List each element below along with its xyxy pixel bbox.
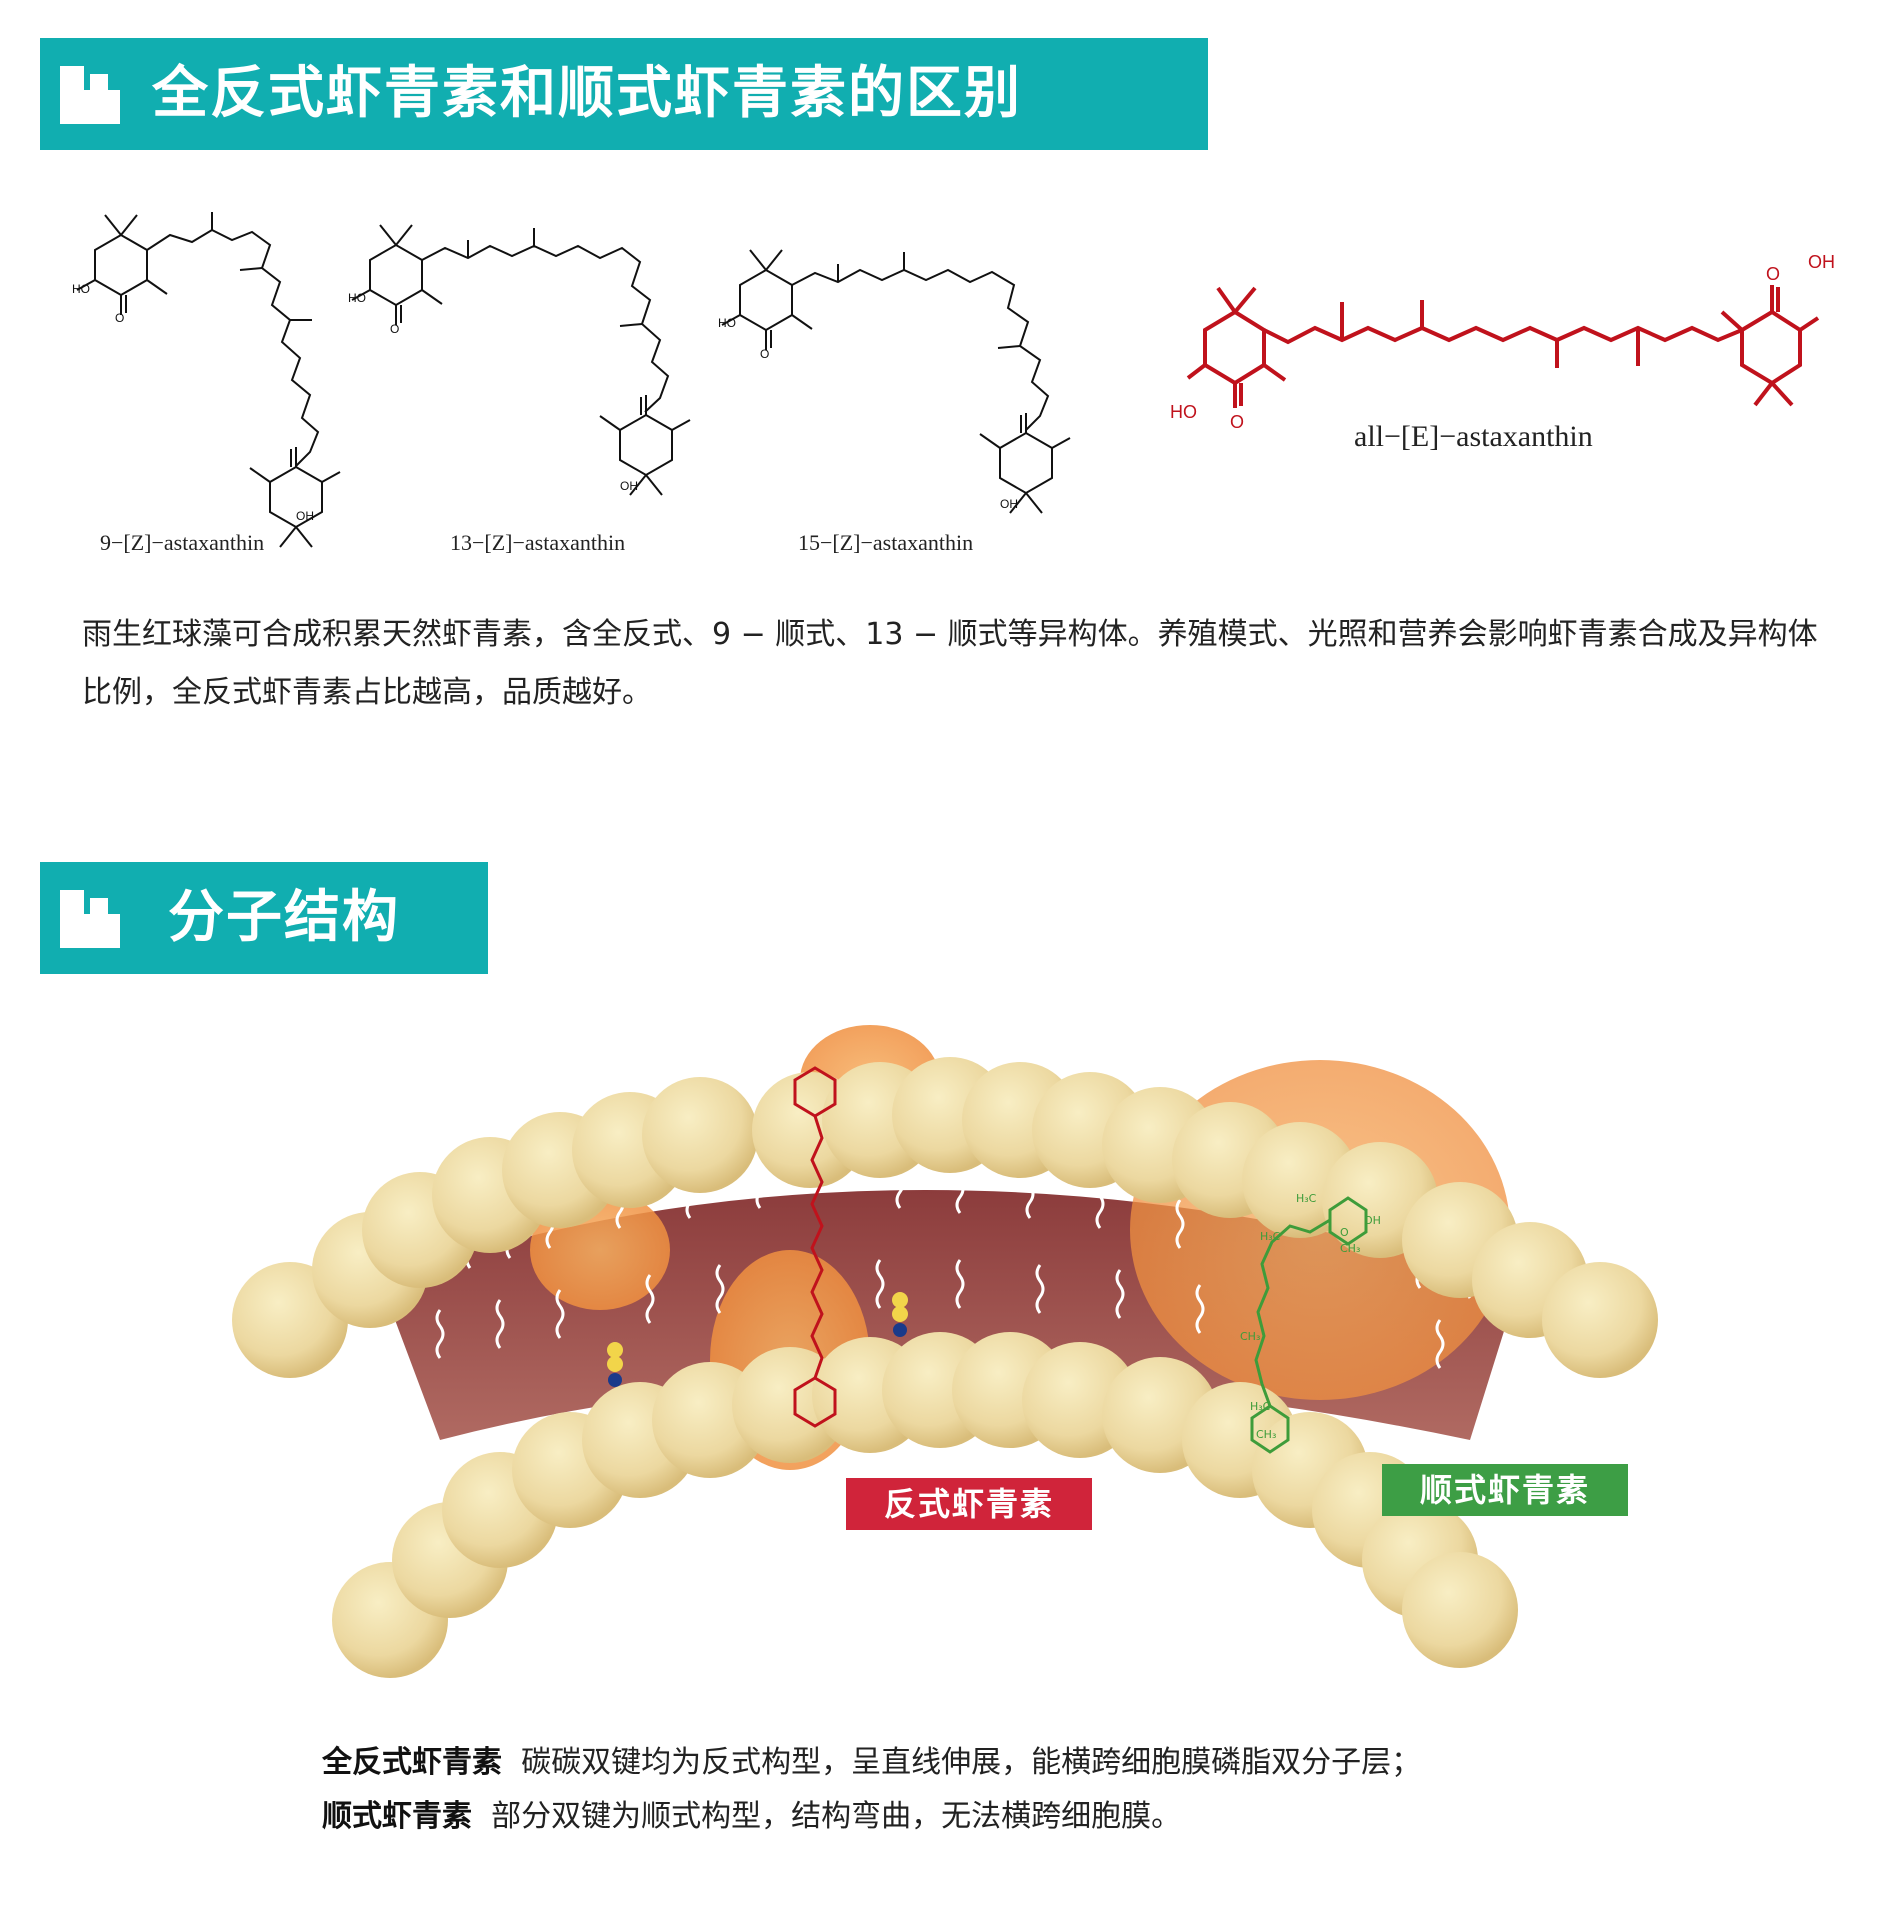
trans-astaxanthin-tag: 反式虾青素 <box>846 1478 1092 1530</box>
description-paragraph: 雨生红球藻可合成积累天然虾青素，含全反式、9 − 顺式、13 − 顺式等异构体。… <box>82 617 1818 710</box>
cis-description-text: 部分双键为顺式构型，结构弯曲，无法横跨细胞膜。 <box>491 1799 1182 1834</box>
atom-label-oh-all-e: OH <box>1808 252 1835 272</box>
membrane-marker <box>607 1292 908 1387</box>
atom-label-oh-15z: OH <box>1000 497 1018 511</box>
cis-astaxanthin-tag: 顺式虾青素 <box>1382 1464 1628 1516</box>
cis-atom-label: CH₃ <box>1256 1428 1277 1441</box>
atom-label-o-all-e-right: O <box>1766 264 1780 284</box>
trans-description-text: 碳碳双键均为反式构型，呈直线伸展，能横跨细胞膜磷脂双分子层； <box>521 1745 1422 1780</box>
cis-atom-label: O <box>1340 1226 1349 1239</box>
atom-label-oh-13z: OH <box>620 479 638 493</box>
molecule-all-e <box>1186 285 1820 408</box>
atom-label-oh: OH <box>296 509 314 523</box>
atom-label-ho: HO <box>72 282 90 296</box>
molecule-structures: HO O OH HO O OH HO O OH <box>72 212 1835 548</box>
cis-atom-label: CH₃ <box>1340 1242 1361 1255</box>
atom-label-ho-all-e: HO <box>1170 402 1197 422</box>
cis-atom-label: H₃C <box>1260 1230 1281 1243</box>
cis-description-term: 顺式虾青素 <box>322 1799 472 1834</box>
molecule-9z <box>76 212 341 548</box>
cis-atom-label: CH₃ <box>1240 1330 1261 1343</box>
atom-label-o: O <box>115 311 124 325</box>
cis-atom-label: OH <box>1364 1214 1381 1227</box>
section-square-icon <box>60 66 120 124</box>
trans-description-term: 全反式虾青素 <box>322 1745 502 1780</box>
trans-description: 全反式虾青素 碳碳双键均为反式构型，呈直线伸展，能横跨细胞膜磷脂双分子层； <box>322 1740 1421 1786</box>
cis-atom-label: H₃C <box>1250 1400 1271 1413</box>
cis-atom-label: H₃C <box>1296 1192 1317 1205</box>
label-15z-astaxanthin: 15−[Z]−astaxanthin <box>798 530 974 555</box>
section-banner-difference: 全反式虾青素和顺式虾青素的区别 <box>40 38 1208 150</box>
atom-label-o-all-e: O <box>1230 412 1244 432</box>
section-title-difference: 全反式虾青素和顺式虾青素的区别 <box>152 61 1022 126</box>
label-13z-astaxanthin: 13−[Z]−astaxanthin <box>450 530 626 555</box>
molecule-15z <box>721 249 1071 514</box>
cis-description: 顺式虾青素 部分双键为顺式构型，结构弯曲，无法横跨细胞膜。 <box>322 1794 1181 1840</box>
cis-astaxanthin-molecule <box>1250 1196 1368 1454</box>
atom-label-o-13z: O <box>390 322 399 336</box>
atom-label-ho-13z: HO <box>348 291 366 305</box>
atom-label-ho-15z: HO <box>718 316 736 330</box>
section-square-icon <box>60 890 120 948</box>
atom-label-o-15z: O <box>760 347 769 361</box>
phospholipid-heads-outer <box>232 1057 1658 1378</box>
section-title-structure: 分子结构 <box>168 885 400 950</box>
trans-astaxanthin-molecule <box>793 1066 837 1428</box>
section-banner-structure: 分子结构 <box>40 862 488 974</box>
membrane-illustration <box>232 1025 1658 1678</box>
label-9z-astaxanthin: 9−[Z]−astaxanthin <box>100 530 265 555</box>
molecule-13z <box>351 224 691 496</box>
label-all-e-astaxanthin: all−[E]−astaxanthin <box>1354 420 1593 453</box>
